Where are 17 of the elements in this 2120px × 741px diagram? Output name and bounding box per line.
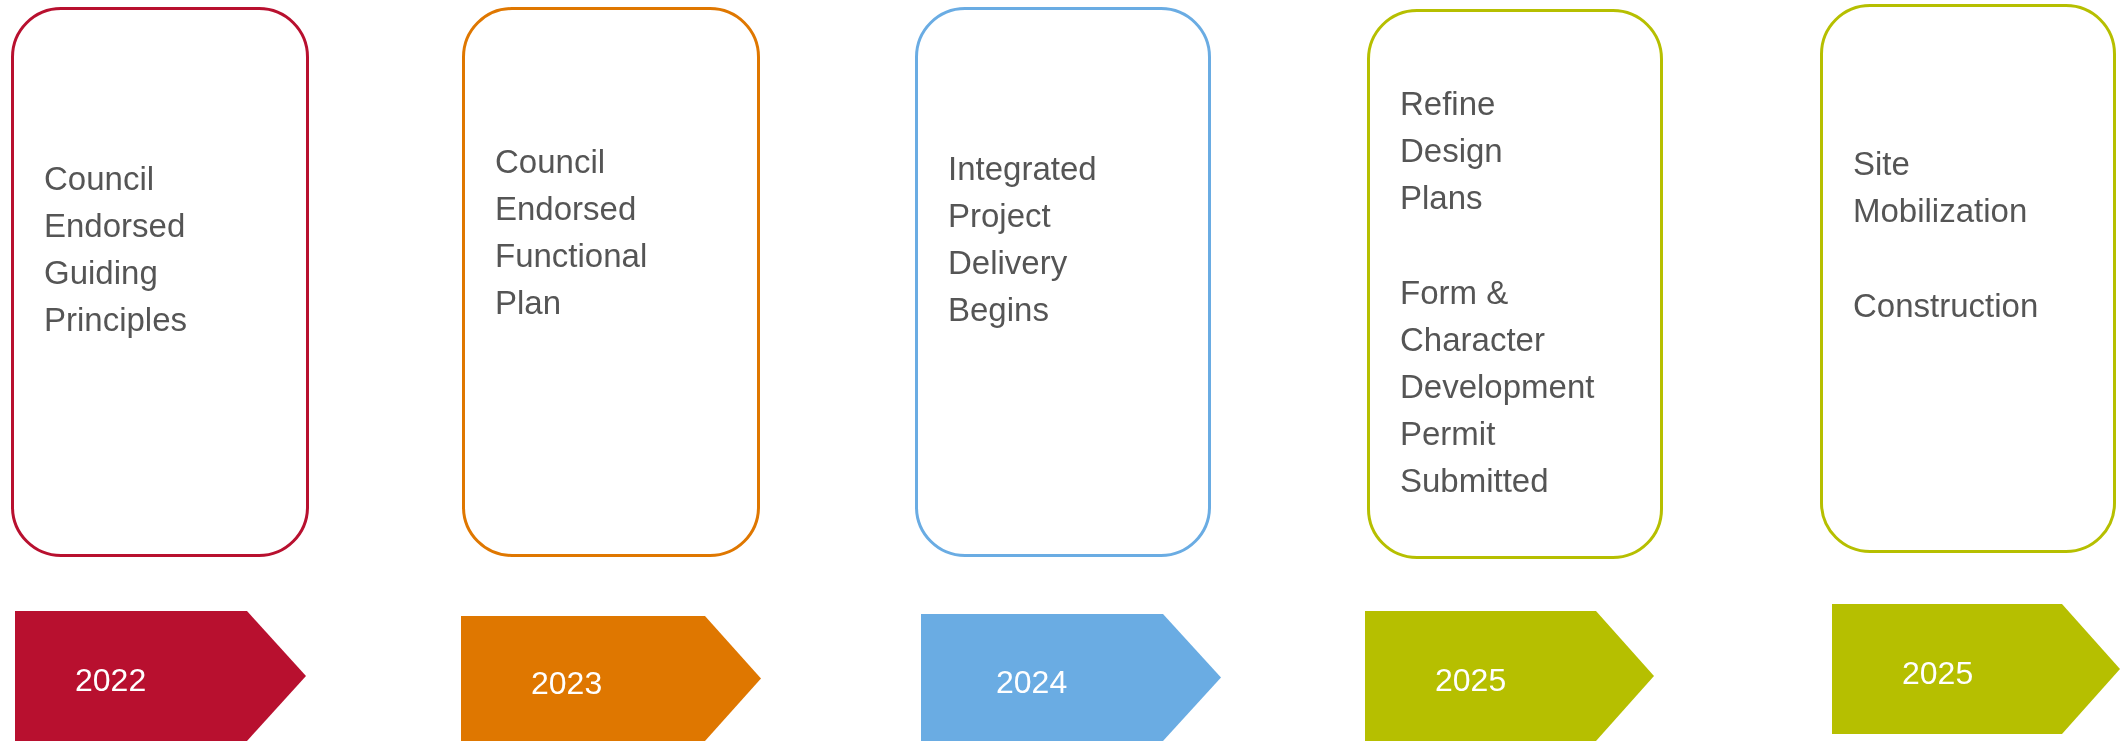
milestone-card — [462, 7, 760, 557]
milestone-card — [11, 7, 309, 557]
year-label: 2024 — [996, 662, 1068, 702]
year-label: 2022 — [75, 661, 147, 700]
milestone-text: Council Endorsed Functional Plan — [495, 142, 648, 323]
year-label: 2025 — [1435, 661, 1507, 700]
year-label: 2025 — [1902, 654, 1974, 693]
milestone-text: Council Endorsed Guiding Principles — [44, 159, 188, 340]
milestone-text: Construction — [1853, 286, 2039, 326]
milestone-text: Form & Character Development Permit Submitted — [1400, 273, 1596, 501]
milestone-card — [1367, 9, 1663, 559]
milestone-text: Refine Design Plans — [1400, 84, 1503, 218]
year-label: 2023 — [531, 663, 603, 703]
milestone-text: Site Mobilization — [1853, 144, 2028, 231]
milestone-card — [915, 7, 1211, 557]
milestone-card — [1820, 4, 2116, 553]
milestone-text: Integrated Project Delivery Begins — [948, 149, 1097, 330]
